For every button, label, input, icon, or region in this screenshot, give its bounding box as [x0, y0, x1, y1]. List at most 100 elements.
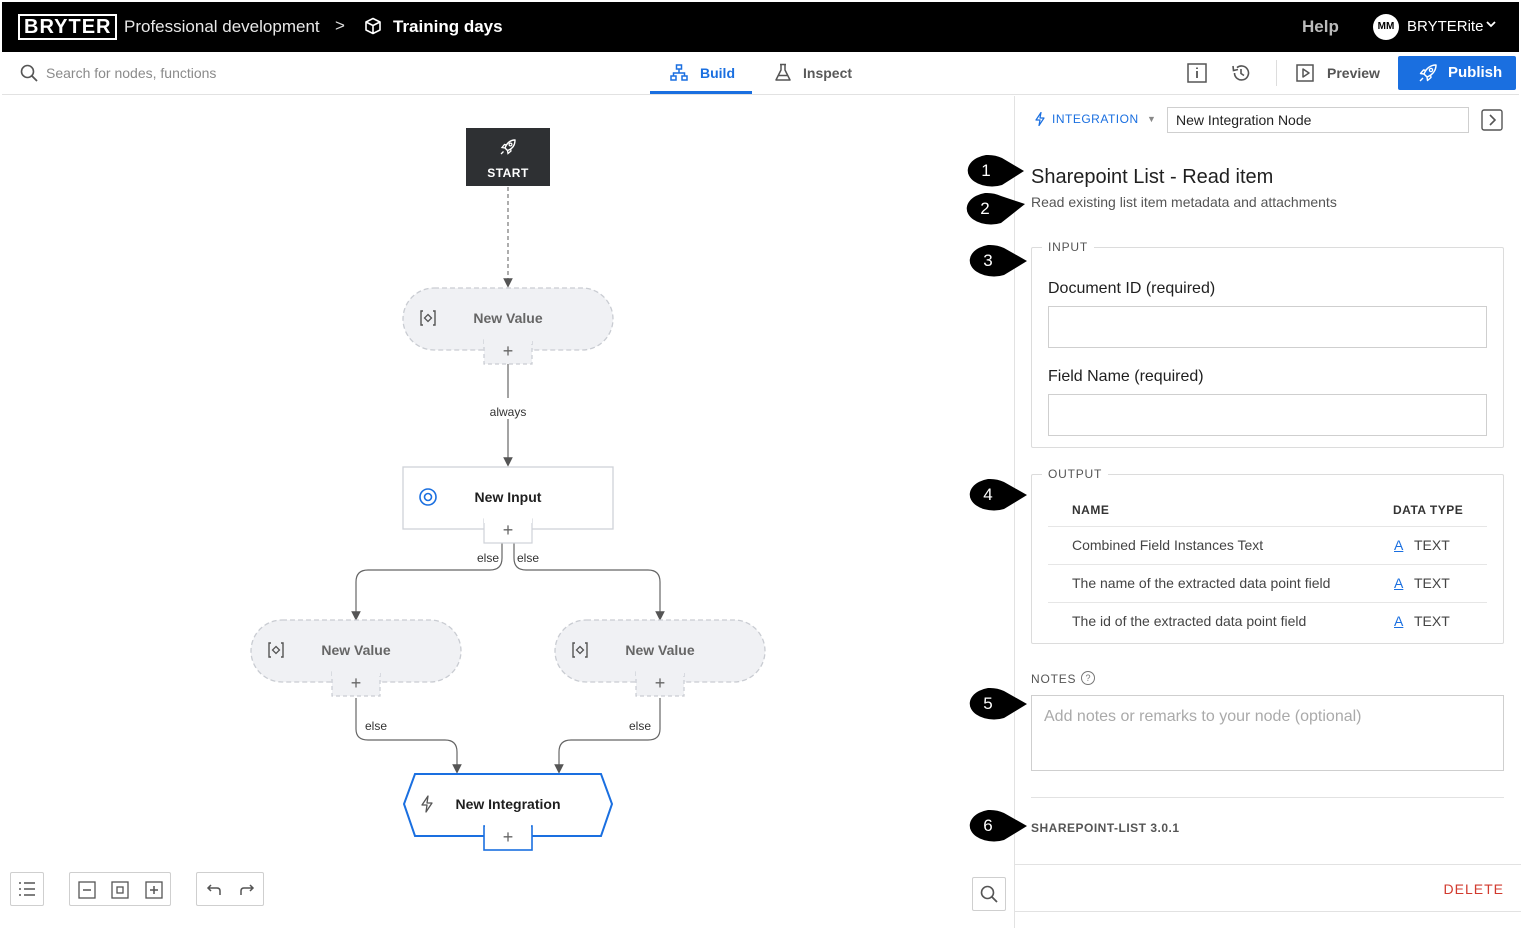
text-type-icon: A [1394, 613, 1404, 629]
redo-icon[interactable] [239, 882, 255, 898]
value-icon [572, 642, 588, 658]
caret-down-icon[interactable]: ▼ [1147, 114, 1156, 124]
node-value-left[interactable]: + New Value [250, 619, 462, 697]
table-row: The id of the extracted data point field… [1048, 602, 1487, 640]
output-col-type: DATA TYPE [1393, 503, 1464, 517]
edge-input-to-left [351, 542, 503, 621]
node-settings-panel: INTEGRATION ▼ Sharepoint List - Read ite… [1014, 96, 1521, 928]
top-bar: BRYTER Professional development > Traini… [2, 2, 1519, 52]
divider [1031, 797, 1504, 798]
callout-1: 1 [962, 154, 1024, 188]
node-integration[interactable]: + New Integration [402, 773, 614, 851]
tab-inspect[interactable]: Inspect [772, 52, 872, 94]
flow-canvas[interactable]: always else else else else START + New [2, 96, 1014, 928]
lightning-icon [1035, 112, 1045, 126]
list-view-button[interactable] [10, 872, 44, 906]
tab-build[interactable]: Build [650, 52, 752, 94]
add-node-icon[interactable]: + [503, 520, 514, 540]
zoom-out-icon[interactable] [78, 881, 96, 899]
output-col-name: NAME [1072, 503, 1110, 517]
node-input[interactable]: + New Input [402, 466, 614, 544]
flask-icon [775, 63, 791, 81]
list-icon [19, 882, 35, 896]
node-value-top[interactable]: + New Value [402, 287, 614, 365]
history-icon[interactable] [1230, 62, 1252, 84]
callout-5: 5 [964, 687, 1027, 721]
tab-build-label: Build [700, 65, 735, 81]
table-row: Combined Field Instances Text A TEXT [1048, 526, 1487, 564]
integration-version: SHAREPOINT-LIST 3.0.1 [1031, 821, 1180, 835]
sitemap-icon [670, 64, 688, 81]
fit-view-icon[interactable] [111, 881, 129, 899]
rocket-icon [1419, 64, 1437, 82]
edge-label-always: always [490, 405, 527, 419]
node-input-label: New Input [475, 489, 542, 505]
help-icon[interactable]: ? [1081, 671, 1095, 685]
target-icon [419, 488, 437, 506]
output-group: OUTPUT NAME DATA TYPE Combined Field Ins… [1031, 467, 1504, 644]
undo-icon[interactable] [206, 882, 222, 898]
search-icon [980, 885, 998, 903]
collapse-panel-icon[interactable] [1481, 109, 1503, 131]
edge-label-else-bottom-left: else [365, 719, 387, 733]
notes-input[interactable] [1031, 695, 1504, 771]
node-type-select[interactable]: INTEGRATION [1052, 112, 1139, 126]
callout-4: 4 [964, 478, 1027, 512]
notes-label: NOTES [1031, 672, 1077, 686]
zoom-controls [69, 872, 171, 906]
document-id-input[interactable] [1048, 306, 1487, 348]
lightning-icon [421, 795, 433, 813]
callout-2: 2 [961, 192, 1025, 226]
value-icon [420, 310, 436, 326]
flow-diagram: always else else else else START + New [250, 128, 766, 851]
breadcrumb-module[interactable]: Training days [393, 17, 503, 36]
help-link[interactable]: Help [1302, 17, 1339, 36]
node-value-left-label: New Value [321, 642, 390, 658]
integration-title: Sharepoint List - Read item [1031, 166, 1274, 188]
node-value-right[interactable]: + New Value [554, 619, 766, 697]
integration-description: Read existing list item metadata and att… [1031, 194, 1337, 210]
search-input[interactable] [46, 62, 346, 84]
add-node-icon[interactable]: + [503, 827, 514, 847]
breadcrumb-project[interactable]: Professional development [124, 17, 320, 36]
search-icon [20, 64, 38, 82]
edge-label-else-left: else [477, 551, 499, 565]
toolbar: Build Inspect Preview Publish [2, 52, 1519, 95]
publish-button[interactable]: Publish [1398, 56, 1516, 90]
field-name-input[interactable] [1048, 394, 1487, 436]
zoom-in-icon[interactable] [145, 881, 163, 899]
edge-input-to-right [513, 542, 665, 621]
canvas-search-button[interactable] [972, 877, 1006, 911]
callout-3: 3 [964, 244, 1027, 278]
document-id-label: Document ID (required) [1048, 280, 1216, 297]
bryter-logo[interactable]: BRYTER [18, 14, 118, 40]
info-icon[interactable] [1186, 62, 1208, 84]
value-icon [268, 642, 284, 658]
add-node-icon[interactable]: + [655, 673, 666, 693]
field-name-label: Field Name (required) [1048, 368, 1204, 385]
add-node-icon[interactable]: + [503, 341, 514, 361]
callout-6: 6 [964, 809, 1027, 843]
node-value-top-label: New Value [473, 310, 542, 326]
publish-label: Publish [1448, 64, 1503, 81]
table-row: The name of the extracted data point fie… [1048, 564, 1487, 602]
preview-label: Preview [1327, 65, 1380, 81]
panel-footer: DELETE [1015, 864, 1521, 912]
tab-inspect-label: Inspect [803, 65, 853, 81]
node-start-label: START [487, 166, 529, 180]
cube-icon [365, 17, 381, 35]
text-type-icon: A [1394, 537, 1404, 553]
rocket-icon [500, 139, 516, 155]
node-start[interactable]: START [466, 128, 550, 186]
delete-button[interactable]: DELETE [1443, 881, 1504, 897]
edge-label-else-bottom-right: else [629, 719, 651, 733]
add-node-icon[interactable]: + [351, 673, 362, 693]
play-icon [1296, 64, 1314, 82]
output-legend: OUTPUT [1048, 467, 1103, 481]
input-legend: INPUT [1048, 240, 1088, 254]
chevron-down-icon[interactable] [1485, 18, 1497, 30]
breadcrumb-separator: > [335, 16, 345, 35]
user-menu[interactable]: BRYTERite [1407, 18, 1484, 35]
node-name-input[interactable] [1167, 107, 1469, 133]
avatar[interactable]: MM [1373, 14, 1399, 40]
